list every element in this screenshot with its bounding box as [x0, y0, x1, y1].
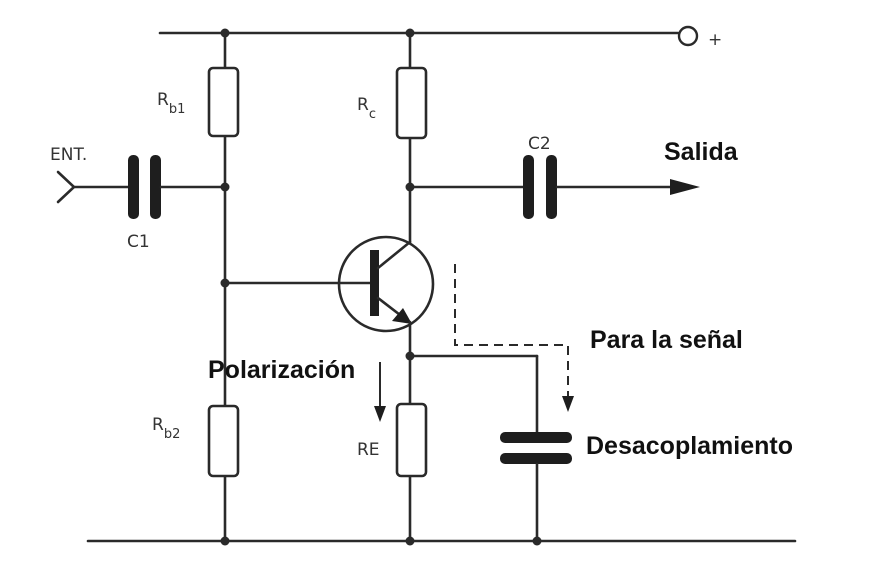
resistor-rb2: [207, 404, 240, 478]
signal-annotation: Para la señal: [590, 326, 743, 354]
bias-annotation: Polarización: [208, 356, 355, 384]
bypass-capacitor: [500, 432, 572, 464]
rb1-main: R: [157, 90, 169, 110]
c2-label: C2: [528, 134, 551, 154]
resistor-rc: [395, 66, 428, 140]
resistor-re: [395, 402, 428, 478]
input-arrow-icon: [56, 170, 76, 204]
signal-path-dashed: [454, 264, 569, 400]
rc-subscript: c: [369, 107, 376, 122]
rb2-subscript: b2: [164, 427, 181, 442]
resistor-rb1: [207, 66, 240, 138]
npn-transistor: [337, 235, 435, 333]
rc-label: Rc: [357, 95, 376, 122]
rb2-label: Rb2: [152, 415, 180, 442]
output-arrow-icon: [670, 179, 700, 195]
positive-supply-rail: [158, 25, 699, 47]
rb2-main: R: [152, 415, 164, 435]
positive-terminal: [677, 25, 699, 47]
rc-main: R: [357, 95, 369, 115]
c1-label: C1: [127, 232, 150, 252]
bias-arrowhead-icon: [374, 406, 386, 422]
junction-dots: [220, 28, 542, 546]
rb1-subscript: b1: [169, 102, 186, 117]
capacitor-c2: [523, 155, 557, 219]
output-annotation: Salida: [664, 138, 739, 166]
capacitor-c1: [128, 155, 161, 219]
positive-terminal-label: +: [708, 30, 722, 50]
emitter-arrow-icon: [392, 308, 412, 324]
re-label: RE: [357, 440, 380, 460]
decoupling-annotation: Desacoplamiento: [586, 432, 793, 460]
signal-arrowhead-icon: [562, 396, 574, 412]
rb1-label: Rb1: [157, 90, 185, 117]
input-label: ENT.: [50, 145, 87, 165]
